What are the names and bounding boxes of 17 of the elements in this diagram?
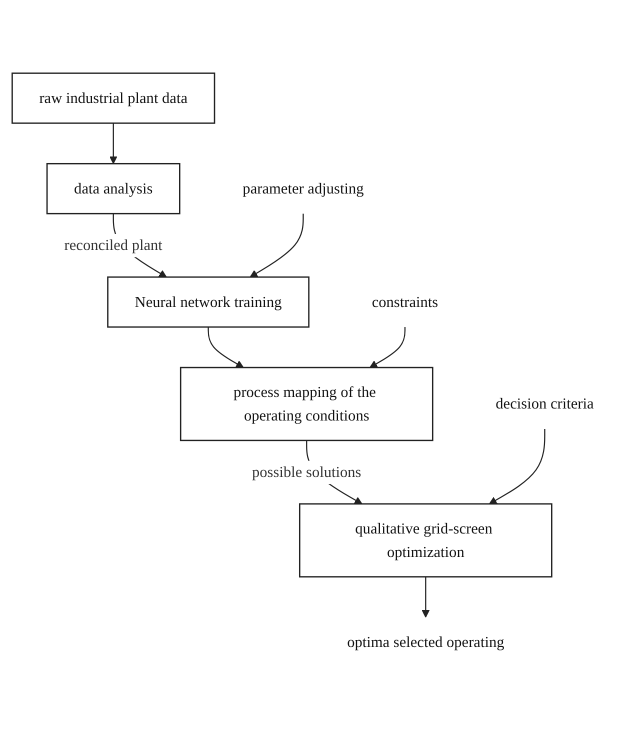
edge-label: possible solutions — [252, 463, 362, 480]
node-text: constraints — [372, 293, 438, 310]
arrow — [208, 326, 244, 368]
node-box: Neural network training — [107, 276, 310, 328]
node-text: optima selected operating — [347, 633, 504, 650]
arrow — [250, 213, 304, 278]
node-box: raw industrial plant data — [12, 72, 216, 124]
node-box: process mapping of the operating conditions — [180, 366, 434, 441]
arrow — [488, 428, 546, 504]
edge-label: reconciled plant — [64, 236, 162, 254]
node-box: data analysis — [46, 162, 180, 214]
node-box: qualitative grid-screen optimization — [298, 503, 552, 578]
arrow — [109, 122, 118, 164]
arrow — [422, 576, 430, 618]
arrow — [369, 326, 406, 368]
node-text: decision criteria — [496, 394, 594, 412]
node-text: parameter adjusting — [242, 180, 364, 197]
